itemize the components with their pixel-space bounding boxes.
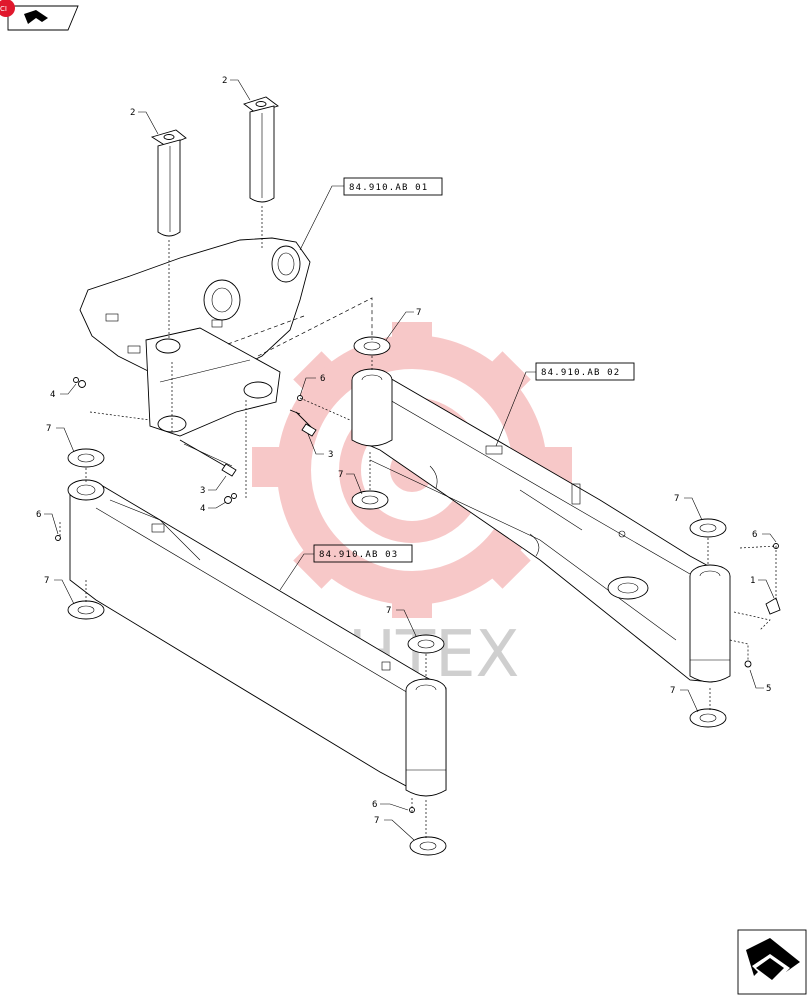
mounting-bracket: [79, 237, 311, 437]
nut-upper-left: [73, 377, 86, 388]
boom-arm-left: [67, 479, 447, 797]
washer-7: [689, 708, 727, 728]
callout-3a: 3: [328, 450, 333, 460]
washer-1: [353, 336, 391, 356]
bolt-lower: [179, 439, 237, 477]
top-left-nav[interactable]: CI: [0, 0, 79, 31]
callout-6b: 6: [36, 510, 41, 520]
grease-fitting-left: [55, 535, 61, 541]
callout-7a: 7: [416, 308, 421, 318]
bolt-upper: [289, 409, 317, 437]
reference-box-1-label: 84.910.AB 01: [349, 183, 428, 193]
callout-6a: 6: [320, 374, 325, 384]
reference-box-1[interactable]: 84.910.AB 01: [343, 177, 443, 196]
top-left-badge-text: CI: [0, 5, 7, 13]
callout-7d: 7: [674, 494, 679, 504]
badge-dot: [0, 0, 15, 17]
washer-8: [409, 836, 447, 856]
callout-7f: 7: [386, 606, 391, 616]
reference-box-3[interactable]: 84.910.AB 03: [313, 544, 413, 563]
callout-2a: 2: [130, 108, 135, 118]
callout-7g: 7: [670, 686, 675, 696]
callout-6c: 6: [372, 800, 377, 810]
boom-arm-right: [351, 368, 731, 683]
reference-box-3-label: 84.910.AB 03: [319, 550, 398, 560]
callout-5: 5: [766, 684, 771, 694]
washer-3: [351, 490, 389, 510]
bottom-right-nav[interactable]: [737, 929, 807, 995]
washer-6: [407, 634, 445, 654]
callout-3b: 3: [200, 486, 205, 496]
nut-lower: [224, 493, 237, 504]
callout-7h: 7: [374, 816, 379, 826]
washers: [67, 336, 727, 856]
callout-7e: 7: [44, 576, 49, 586]
callout-1: 1: [750, 576, 755, 586]
pin-left: [150, 129, 187, 237]
lock-pin-right: [765, 597, 781, 615]
washer-5: [67, 600, 105, 620]
callouts: 2 2 4 6 3 3 4 7 7 7 7 7 7 7 7 6 6 6 1 5: [36, 76, 771, 826]
pin-right: [243, 96, 279, 203]
callout-7b: 7: [46, 424, 51, 434]
next-page-arrow-icon: [746, 938, 800, 986]
washer-4: [689, 518, 727, 538]
reference-box-2-label: 84.910.AB 02: [541, 368, 620, 378]
fittings: [55, 535, 781, 813]
screw-right: [744, 660, 752, 668]
reference-box-2[interactable]: 84.910.AB 02: [535, 362, 635, 381]
callout-4a: 4: [50, 390, 55, 400]
washer-2: [67, 448, 105, 468]
callout-4b: 4: [200, 504, 205, 514]
callout-6d: 6: [752, 530, 757, 540]
callout-7c: 7: [338, 470, 343, 480]
assembly-lines: [59, 206, 777, 838]
leader-lines: [44, 79, 777, 841]
callout-2b: 2: [222, 76, 227, 86]
next-page-arrow-icon: [24, 10, 48, 24]
